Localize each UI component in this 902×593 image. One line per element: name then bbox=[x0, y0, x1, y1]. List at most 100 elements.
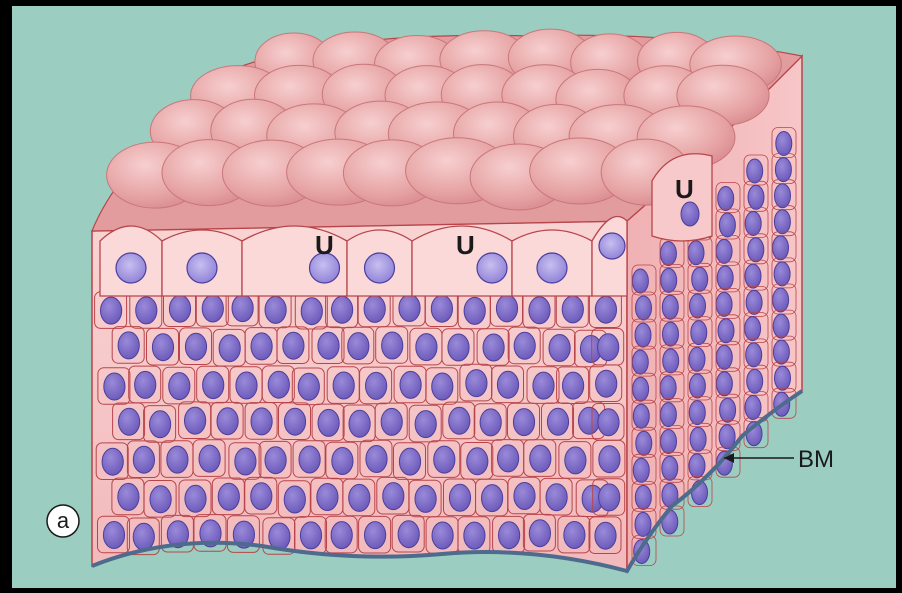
side-cell-nucleus bbox=[745, 264, 761, 288]
cell-nucleus bbox=[203, 372, 224, 399]
side-cell-nucleus bbox=[719, 213, 735, 237]
cell-nucleus bbox=[135, 371, 156, 398]
cell-nucleus bbox=[136, 297, 157, 324]
umbrella-cell-label-2: U bbox=[456, 230, 475, 260]
figure-panel: U U U BM a bbox=[12, 6, 896, 588]
cell-nucleus bbox=[169, 295, 190, 322]
side-cell-nucleus bbox=[720, 398, 736, 422]
side-cell-nucleus bbox=[689, 454, 705, 478]
bm-label: BM bbox=[798, 446, 834, 473]
cell-nucleus bbox=[400, 371, 421, 398]
cell-nucleus bbox=[118, 483, 139, 510]
umbrella-nucleus bbox=[116, 253, 146, 283]
cell-nucleus bbox=[364, 295, 385, 322]
cell-nucleus bbox=[152, 334, 173, 361]
cell-nucleus bbox=[348, 333, 369, 360]
side-cell-nucleus bbox=[690, 294, 706, 318]
cell-nucleus bbox=[284, 486, 305, 513]
cell-nucleus bbox=[533, 372, 554, 399]
cell-nucleus bbox=[118, 332, 139, 359]
cell-nucleus bbox=[448, 334, 469, 361]
cell-nucleus bbox=[415, 411, 436, 438]
side-cell-nucleus bbox=[689, 347, 705, 371]
cell-nucleus bbox=[595, 522, 616, 549]
cell-nucleus bbox=[546, 484, 567, 511]
cell-nucleus bbox=[416, 334, 437, 361]
cell-nucleus bbox=[382, 332, 403, 359]
cell-nucleus bbox=[185, 333, 206, 360]
cell-nucleus bbox=[133, 446, 154, 473]
cell-nucleus bbox=[529, 520, 550, 547]
side-cell-nucleus bbox=[691, 321, 707, 345]
side-cell-nucleus bbox=[688, 241, 704, 265]
cell-nucleus bbox=[265, 296, 286, 323]
cell-nucleus bbox=[599, 484, 620, 511]
cell-nucleus bbox=[331, 522, 352, 549]
cell-nucleus bbox=[300, 522, 321, 549]
side-cell-nucleus bbox=[635, 512, 651, 536]
cell-nucleus bbox=[514, 483, 535, 510]
cell-nucleus bbox=[150, 411, 171, 438]
side-cell-nucleus bbox=[773, 288, 789, 312]
side-cell-nucleus bbox=[632, 350, 648, 374]
cell-nucleus bbox=[399, 448, 420, 475]
side-cell-nucleus bbox=[716, 239, 732, 263]
cell-nucleus bbox=[202, 295, 223, 322]
cell-nucleus bbox=[513, 409, 534, 436]
side-cell-nucleus bbox=[662, 456, 678, 480]
side-cell-nucleus bbox=[634, 540, 650, 564]
cell-nucleus bbox=[169, 373, 190, 400]
side-cell-nucleus bbox=[747, 369, 763, 393]
cell-nucleus bbox=[549, 335, 570, 362]
side-cell-nucleus bbox=[661, 268, 677, 292]
cell-nucleus bbox=[431, 295, 452, 322]
cell-nucleus bbox=[251, 333, 272, 360]
side-cell-nucleus bbox=[748, 185, 764, 209]
cell-nucleus bbox=[301, 298, 322, 325]
cell-nucleus bbox=[251, 483, 272, 510]
cell-nucleus bbox=[565, 447, 586, 474]
cell-nucleus bbox=[579, 407, 600, 434]
cell-nucleus bbox=[199, 445, 220, 472]
cell-nucleus bbox=[514, 332, 535, 359]
cell-nucleus bbox=[449, 407, 470, 434]
cell-nucleus bbox=[219, 335, 240, 362]
side-cell-nucleus bbox=[632, 269, 648, 293]
side-cell-nucleus bbox=[775, 366, 791, 390]
side-cell-nucleus bbox=[746, 343, 762, 367]
cell-nucleus bbox=[236, 372, 257, 399]
side-cell-nucleus bbox=[716, 345, 732, 369]
side-cell-nucleus bbox=[636, 431, 652, 455]
cell-nucleus bbox=[317, 484, 338, 511]
cell-nucleus bbox=[398, 521, 419, 548]
side-cell-nucleus bbox=[716, 372, 732, 396]
side-cell-nucleus bbox=[662, 295, 678, 319]
side-cell-nucleus bbox=[716, 292, 732, 316]
cell-nucleus bbox=[595, 296, 616, 323]
side-cell-nucleus bbox=[774, 262, 790, 286]
cell-nucleus bbox=[185, 407, 206, 434]
umbrella-nucleus bbox=[477, 253, 507, 283]
cell-nucleus bbox=[482, 485, 503, 512]
side-cell-nucleus bbox=[689, 401, 705, 425]
umbrella-nucleus bbox=[537, 253, 567, 283]
side-cell-nucleus bbox=[775, 158, 791, 182]
cell-nucleus bbox=[332, 448, 353, 475]
cell-nucleus bbox=[563, 372, 584, 399]
cell-nucleus bbox=[434, 446, 455, 473]
cell-nucleus bbox=[318, 409, 339, 436]
cell-nucleus bbox=[103, 522, 124, 549]
cell-nucleus bbox=[349, 410, 370, 437]
cell-nucleus bbox=[449, 484, 470, 511]
side-cell-nucleus bbox=[776, 132, 792, 156]
cell-nucleus bbox=[467, 448, 488, 475]
side-cell-nucleus bbox=[635, 485, 651, 509]
cell-nucleus bbox=[432, 373, 453, 400]
cell-nucleus bbox=[218, 483, 239, 510]
cell-nucleus bbox=[366, 446, 387, 473]
cell-nucleus bbox=[185, 485, 206, 512]
cell-nucleus bbox=[483, 334, 504, 361]
transitional-epithelium-diagram: U U U BM a bbox=[12, 6, 896, 588]
cell-nucleus bbox=[332, 296, 353, 323]
side-cell-nucleus bbox=[661, 430, 677, 454]
